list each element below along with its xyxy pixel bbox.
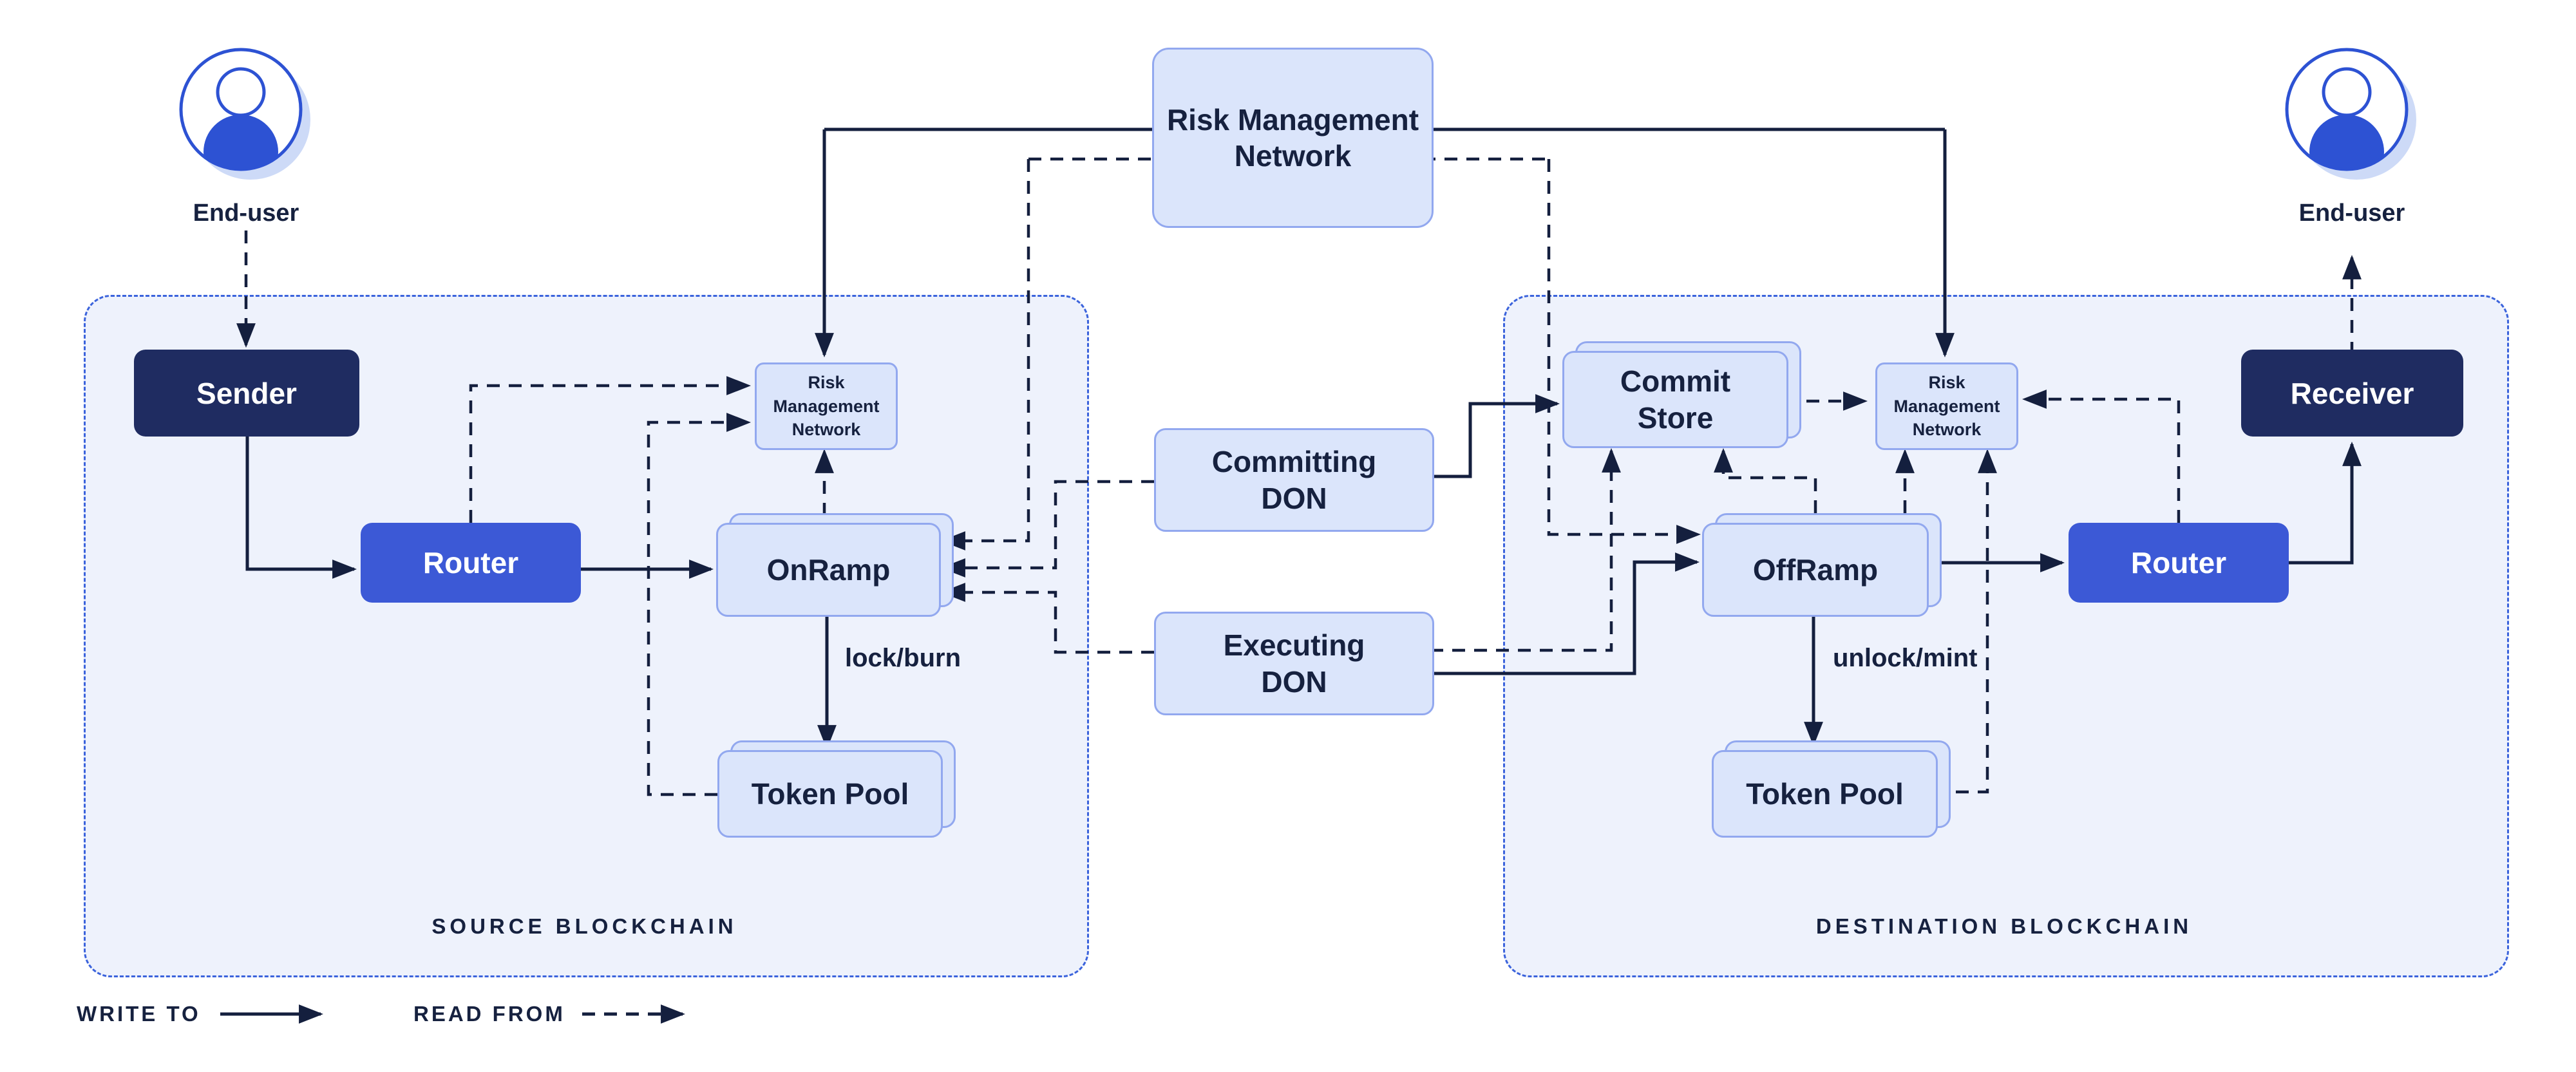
legend-read-from: READ FROM [413,1000,708,1028]
lock-burn-label: lock/burn [845,644,961,672]
write-to-arrow-icon [220,1004,323,1024]
read-from-label: READ FROM [413,1002,565,1026]
edge-tokenpool-to-source-rmn [647,413,752,796]
token-pool-source-box: Token Pool [717,750,943,838]
edge-router-to-receiver [2289,441,2362,565]
token-pool-dest-box: Token Pool [1712,750,1938,838]
commit-store-box: Commit Store [1562,351,1788,448]
source-blockchain-caption: SOURCE BLOCKCHAIN [431,914,737,938]
end-user-right-label: End-user [2298,200,2405,227]
edge-executingdon-to-offramp [1430,552,1700,675]
end-user-left-label: End-user [193,200,299,227]
executing-don-box: Executing DON [1154,612,1434,715]
rmn-contract-source-box: Risk Management Network [755,362,898,450]
end-user-right [2284,47,2420,185]
edge-rmnloop-to-onramp [940,159,1030,550]
edge-offramp-to-commitstore [1714,447,1817,513]
offramp-box: OffRamp [1702,523,1929,617]
sender-box: Sender [134,350,359,437]
destination-blockchain-caption: DESTINATION BLOCKCHAIN [1815,914,2193,938]
edge-router-to-dest-rmn [2022,390,2181,523]
receiver-box: Receiver [2241,350,2463,437]
edge-sender-to-router [245,437,357,579]
router-source-box: Router [361,523,581,603]
edge-router-to-source-rmn [469,376,752,523]
end-user-left [178,47,314,185]
read-from-arrow-icon [582,1004,685,1024]
router-dest-box: Router [2069,523,2289,603]
edge-rmnloop-to-offramp [1547,159,1701,544]
legend-write-to: WRITE TO [77,1000,346,1028]
user-icon [2285,48,2416,180]
write-to-label: WRITE TO [77,1002,201,1026]
edge-executingdon-to-onramp [940,583,1154,654]
user-icon [179,48,310,180]
rmn-contract-dest-box: Risk Management Network [1875,362,2018,450]
onramp-box: OnRamp [716,523,941,617]
unlock-mint-label: unlock/mint [1833,644,1978,672]
edge-committingdon-to-onramp [940,480,1154,578]
edge-executingdon-to-commitstore [1430,447,1621,652]
edge-tokenpool-to-dest-rmn [1934,448,1997,794]
edge-committingdon-to-commitstore [1430,394,1560,478]
committing-don-box: Committing DON [1154,428,1434,532]
risk-management-network-box: Risk Management Network [1152,48,1434,228]
